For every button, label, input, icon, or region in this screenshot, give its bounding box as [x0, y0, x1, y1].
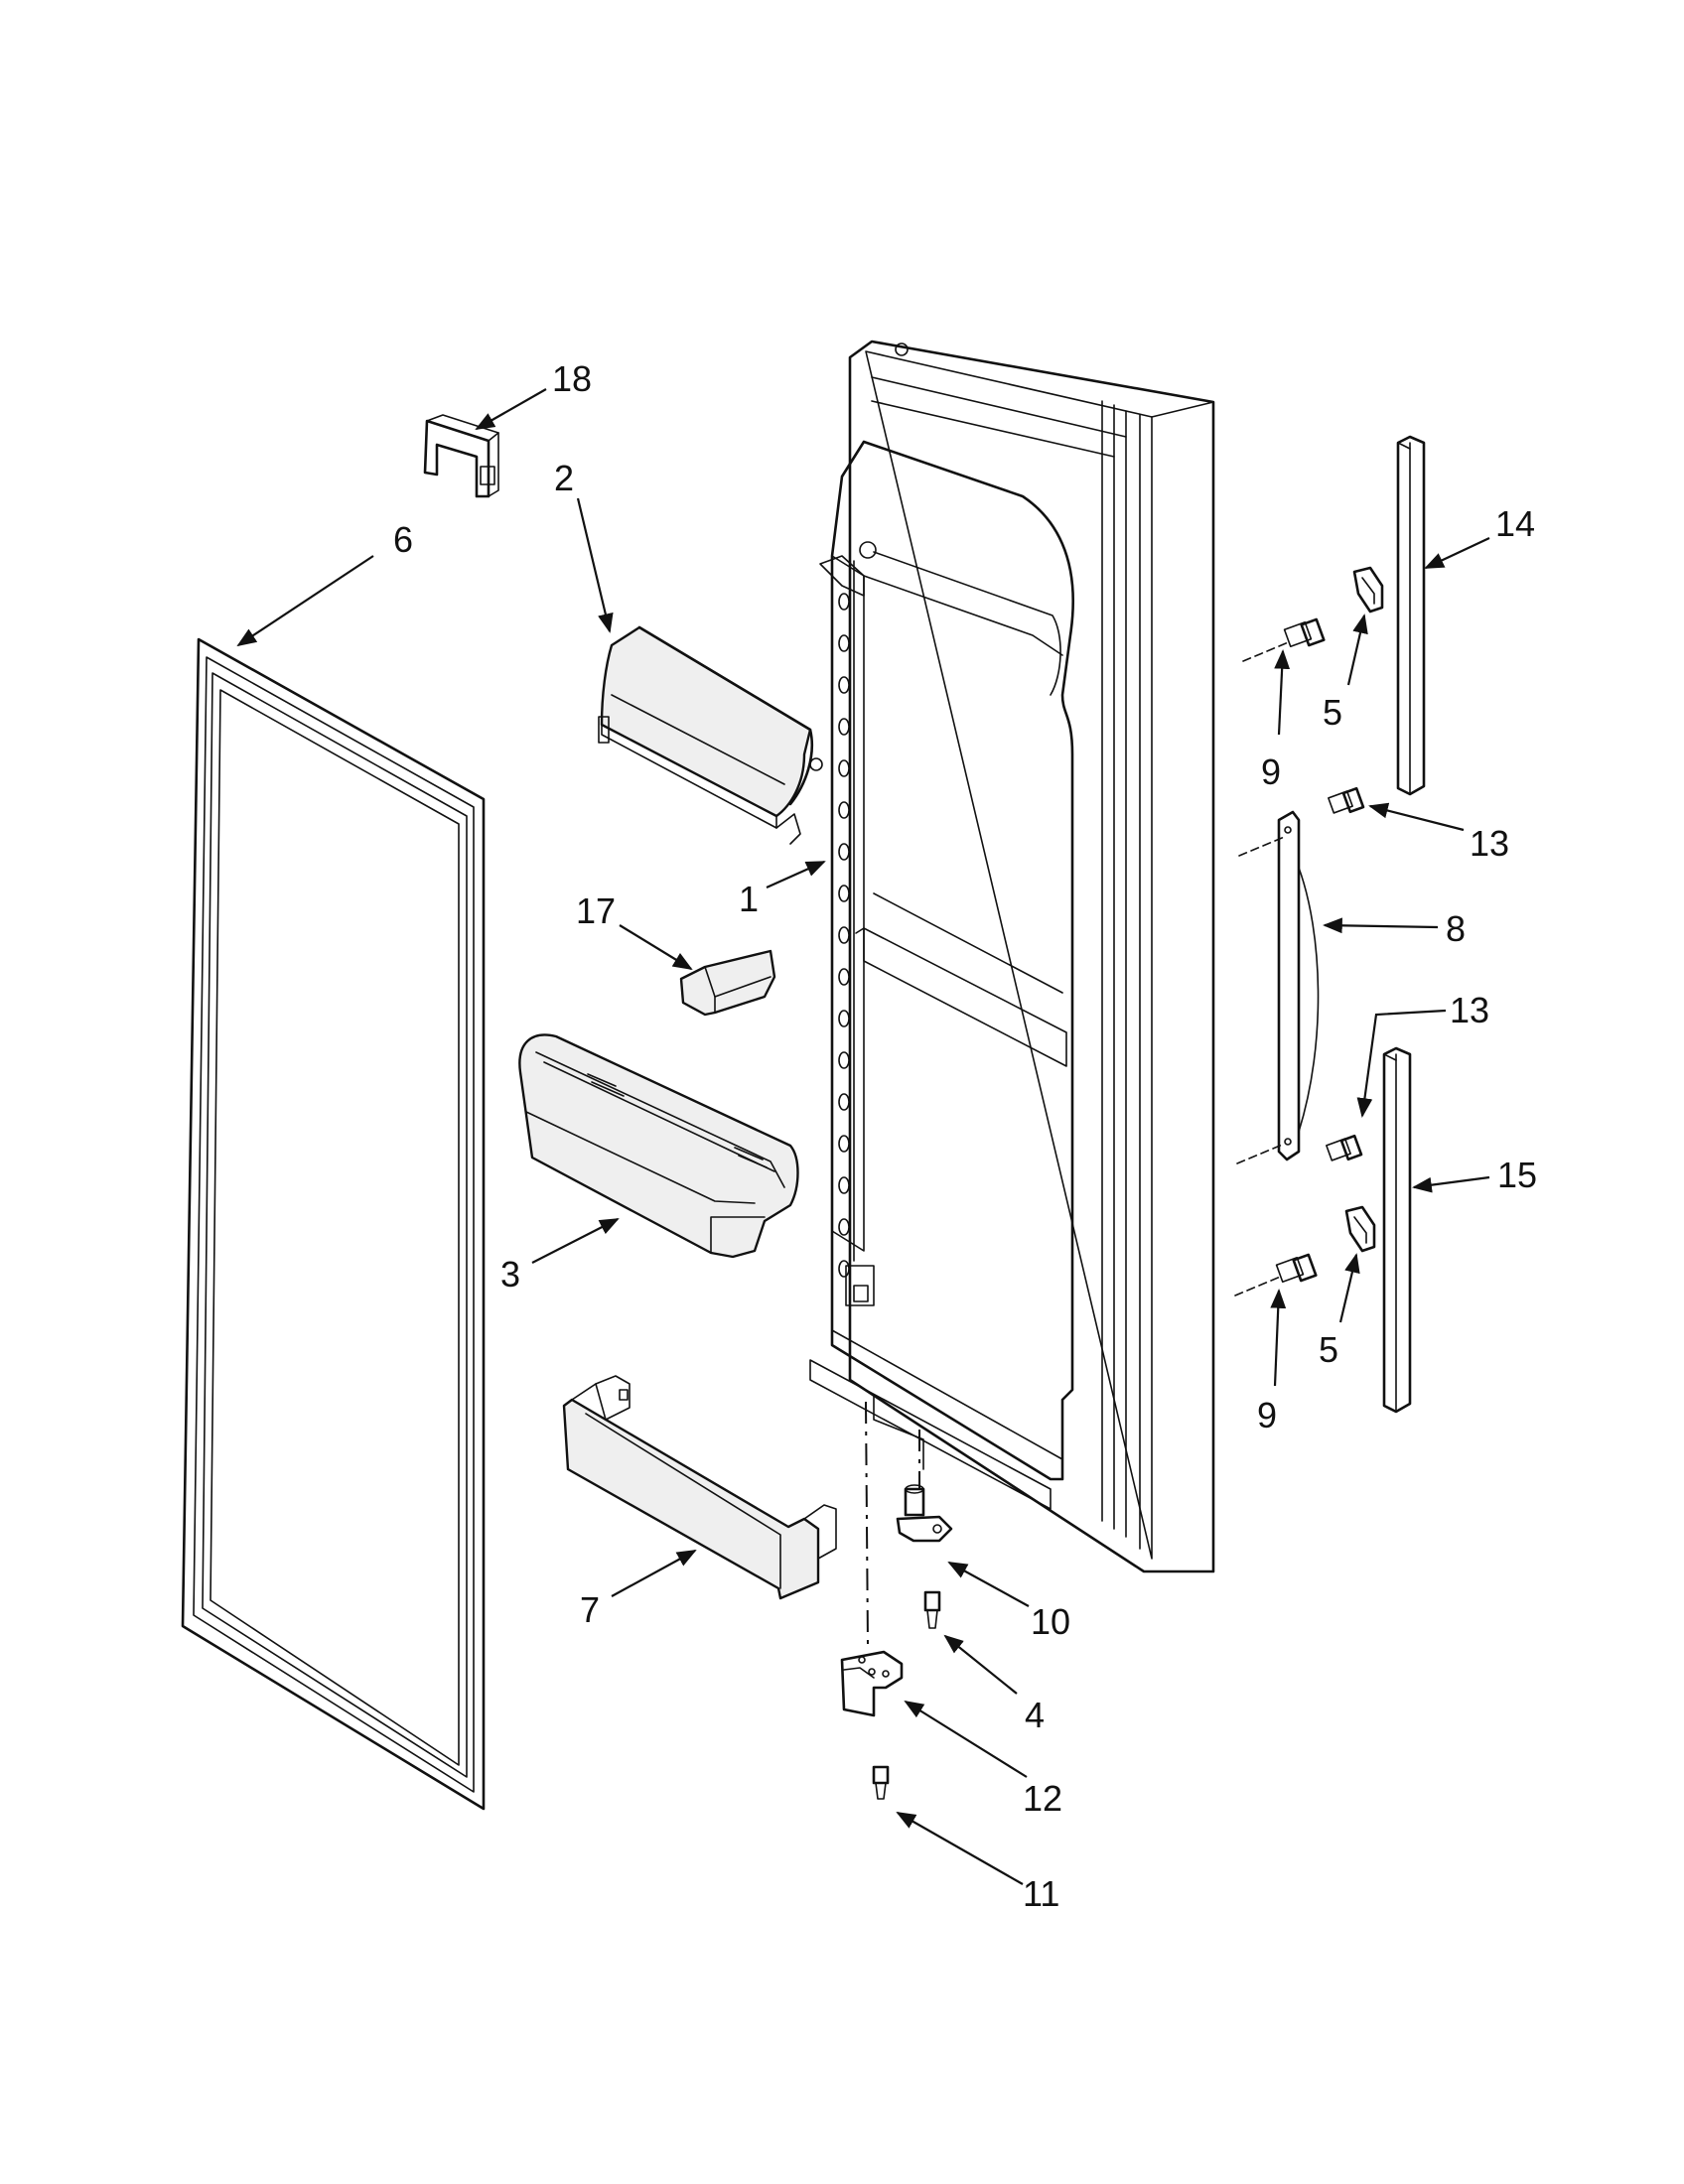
- leader-lines: [236, 388, 1490, 1885]
- leader-11: [896, 1812, 1024, 1885]
- screw-part-4: [923, 1590, 941, 1629]
- callout-2: 2: [554, 458, 574, 498]
- door-rail: [562, 1375, 837, 1600]
- callout-8: 8: [1446, 908, 1466, 949]
- dairy-cover: [598, 625, 823, 845]
- leader-13b: [1356, 1009, 1447, 1118]
- callout-17: 17: [576, 890, 616, 931]
- clip-part-5-lower: [1344, 1205, 1376, 1253]
- clip-part-17: [679, 949, 776, 1017]
- trim-strip-14: [1396, 435, 1426, 796]
- callout-15: 15: [1497, 1155, 1537, 1195]
- liner-hole: [838, 1260, 850, 1278]
- liner-hole: [838, 1218, 850, 1236]
- callout-6: 6: [393, 519, 413, 560]
- screw-part-11: [872, 1765, 890, 1800]
- callout-5-upper: 5: [1323, 692, 1342, 733]
- liner-hole: [838, 801, 850, 819]
- liner-hole: [838, 676, 850, 694]
- leader-14: [1424, 537, 1490, 569]
- liner-hole: [838, 843, 850, 861]
- leader-7: [611, 1550, 697, 1597]
- trim-strip-15: [1382, 1046, 1412, 1414]
- leader-3: [531, 1218, 620, 1264]
- hinge-pin-part-10: [896, 1484, 953, 1543]
- callout-12: 12: [1023, 1778, 1062, 1819]
- leader-12: [904, 1700, 1028, 1778]
- callout-1: 1: [739, 879, 759, 919]
- hinge-bracket-part-12: [840, 1650, 904, 1717]
- callout-13-upper: 13: [1470, 823, 1509, 864]
- leader-15: [1412, 1175, 1490, 1193]
- screw-part-9-lower: [1234, 1253, 1318, 1297]
- door-assembly: [809, 340, 1215, 1573]
- liner-hole: [838, 593, 850, 611]
- leader-8: [1323, 917, 1439, 934]
- callout-14: 14: [1495, 503, 1535, 544]
- liner-hole: [838, 718, 850, 736]
- callout-4: 4: [1025, 1695, 1045, 1735]
- leader-17: [619, 924, 693, 971]
- leader-9b: [1270, 1289, 1287, 1387]
- liner-hole: [838, 1051, 850, 1069]
- callout-7: 7: [580, 1589, 600, 1630]
- callout-13-lower: 13: [1450, 990, 1489, 1030]
- liner-hole: [838, 926, 850, 944]
- liner-hole-pattern: [838, 593, 850, 1278]
- leader-6: [236, 555, 374, 647]
- leader-5a: [1346, 614, 1368, 686]
- door-bin: [518, 1033, 799, 1259]
- callout-10: 10: [1031, 1601, 1070, 1642]
- hinge-centerline: [865, 1401, 869, 1647]
- callout-18: 18: [552, 358, 592, 399]
- leader-9a: [1274, 649, 1291, 736]
- leader-10: [947, 1562, 1030, 1607]
- leader-18: [475, 388, 547, 430]
- liner-hole: [838, 1010, 850, 1027]
- clip-part-5-upper: [1352, 566, 1384, 614]
- callout-9-upper: 9: [1261, 751, 1281, 792]
- screw-part-13-upper: [1328, 786, 1365, 814]
- screw-part-9-upper: [1242, 617, 1326, 662]
- callout-11: 11: [1023, 1873, 1059, 1914]
- door-handle: [1236, 810, 1320, 1164]
- liner-hole: [838, 968, 850, 986]
- liner-hole: [838, 759, 850, 777]
- screw-part-13-lower: [1326, 1134, 1363, 1161]
- leader-5b: [1338, 1253, 1360, 1323]
- callout-9-lower: 9: [1257, 1395, 1277, 1435]
- leader-13a: [1368, 802, 1465, 832]
- leader-4: [943, 1634, 1018, 1695]
- leader-1: [766, 860, 826, 889]
- liner-hole: [838, 1135, 850, 1153]
- callout-5-lower: 5: [1319, 1329, 1338, 1370]
- clip-part-18: [423, 414, 499, 498]
- callout-3: 3: [500, 1254, 520, 1295]
- liner-hole: [838, 1093, 850, 1111]
- door-gasket: [181, 637, 486, 1811]
- liner-hole: [838, 1176, 850, 1194]
- leader-2: [576, 497, 614, 633]
- liner-hole: [838, 885, 850, 902]
- callout-labels: 18 2 6 1 17 3 7 14 5 9 13 8 13 15 5 9 10…: [393, 358, 1537, 1914]
- liner-hole: [838, 634, 850, 652]
